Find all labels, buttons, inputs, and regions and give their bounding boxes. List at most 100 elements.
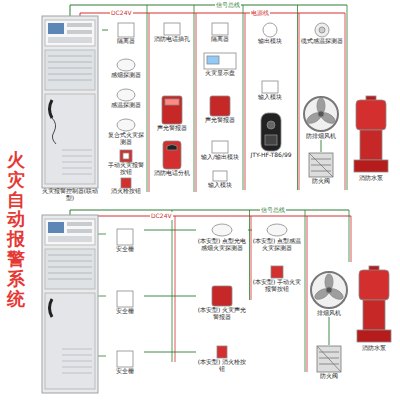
- control-cabinet: [67, 222, 92, 226]
- device-label: 安全栅: [106, 308, 144, 315]
- device-icon: [212, 23, 228, 35]
- device-icon: [162, 96, 182, 124]
- device-icon: [357, 330, 391, 342]
- device-icon: [313, 287, 331, 302]
- bus-label: 信号总线: [215, 1, 241, 8]
- device-node: 安全栅: [106, 290, 144, 315]
- device-node: 防排烟风机: [300, 95, 342, 140]
- device-icon: [363, 300, 385, 330]
- device-label: JTY-HF-T86/99: [246, 152, 296, 159]
- device-icon: [318, 111, 324, 117]
- device-icon: [317, 346, 341, 372]
- bus-wire: [70, 5, 351, 372]
- control-cabinet: [48, 37, 92, 43]
- bus-label: 电源线: [250, 9, 270, 16]
- device-label: 火灾显示盘: [198, 70, 242, 77]
- device-icon: [204, 53, 236, 69]
- device-node: 消防水泵: [352, 265, 396, 352]
- device-label: 消防电话分机: [152, 170, 192, 177]
- device-node: 复合式火灾探测器: [108, 118, 144, 146]
- control-cabinet: [42, 215, 98, 393]
- device-icon: [304, 97, 338, 131]
- device-label: (本安型) 火灾声光警报器: [196, 307, 248, 321]
- control-cabinet: [42, 215, 98, 393]
- device-node: 火灾报警控制器(联动型): [38, 16, 102, 202]
- device-icon: [212, 286, 232, 306]
- device-icon: [309, 153, 333, 177]
- device-label: 声光警报器: [152, 125, 192, 132]
- bus-label: DC24V: [150, 212, 173, 219]
- device-node: 手动火灾报警按钮: [108, 150, 144, 176]
- device-label: (本安型) 手动火灾报警按钮: [252, 279, 302, 293]
- control-cabinet: [45, 20, 95, 46]
- control-cabinet: [67, 229, 92, 233]
- control-cabinet: [48, 222, 64, 233]
- device-label: 感温探测器: [108, 102, 144, 109]
- device-icon: [305, 111, 323, 126]
- wire-connector: [144, 230, 196, 231]
- device-icon: [315, 23, 329, 37]
- control-cabinet: [67, 23, 92, 27]
- device-label: 输入/输出模块: [198, 154, 242, 161]
- wire-connector: [329, 317, 330, 345]
- device-label: 输入模块: [248, 94, 292, 101]
- device-icon: [123, 153, 129, 159]
- device-label: 缆式感温探测器: [300, 38, 344, 45]
- device-icon: [311, 272, 347, 308]
- device-icon: [265, 135, 277, 145]
- control-cabinet: [45, 249, 95, 289]
- device-label: (本安型) 点型感温火灾探测器: [252, 238, 302, 252]
- device-node: 消防电话分机: [152, 140, 192, 177]
- device-node: 输入模块: [248, 80, 292, 101]
- device-node: (本安型) 点型感温火灾探测器: [252, 222, 302, 252]
- wire-connector: [248, 230, 252, 231]
- device-icon: [212, 224, 232, 236]
- control-cabinet: [45, 219, 95, 245]
- control-cabinet: [48, 236, 92, 242]
- bus-wire: [70, 5, 347, 16]
- device-node: 排烟风机: [310, 270, 348, 317]
- device-icon: [267, 224, 287, 236]
- device-icon: [165, 99, 179, 105]
- device-icon: [213, 171, 227, 181]
- bus-wire: [149, 13, 345, 192]
- device-icon: [360, 130, 382, 160]
- device-icon: [117, 351, 133, 367]
- bus-wire: [172, 210, 349, 372]
- control-cabinet: [42, 16, 98, 188]
- device-node: 防火阀: [310, 345, 348, 380]
- device-icon: [271, 266, 283, 278]
- control-cabinet: [62, 349, 92, 373]
- device-icon: [319, 111, 337, 126]
- device-node: 消防水泵: [348, 95, 394, 182]
- device-node: 缆式感温探测器: [300, 22, 344, 45]
- device-label: 手动火灾报警按钮: [108, 162, 144, 176]
- control-cabinet: [42, 16, 98, 188]
- device-icon: [317, 346, 341, 372]
- device-icon: [167, 145, 177, 151]
- device-label: 复合式火灾探测器: [108, 132, 144, 146]
- device-icon: [117, 23, 391, 372]
- device-label: 隔离器: [198, 36, 242, 43]
- control-cabinet: [48, 23, 64, 34]
- device-icon: [117, 229, 133, 245]
- bus-wire: [147, 5, 347, 192]
- control-cabinet: [52, 118, 56, 144]
- device-label: 消防电话插孔: [152, 36, 192, 43]
- device-icon: [309, 153, 333, 177]
- control-cabinet: [45, 94, 95, 184]
- device-label: 安全栅: [106, 368, 144, 375]
- device-label: 输入模块: [198, 182, 242, 189]
- wire-connector: [321, 140, 322, 152]
- device-icon: [217, 346, 227, 358]
- device-icon: [262, 81, 278, 93]
- device-icon: [164, 23, 180, 35]
- device-icon: [120, 150, 132, 162]
- bus-wire: [98, 234, 106, 356]
- device-icon: [356, 100, 386, 130]
- device-node: 隔离器: [198, 22, 242, 43]
- bus-wire: [175, 216, 351, 372]
- device-icon: [359, 270, 389, 300]
